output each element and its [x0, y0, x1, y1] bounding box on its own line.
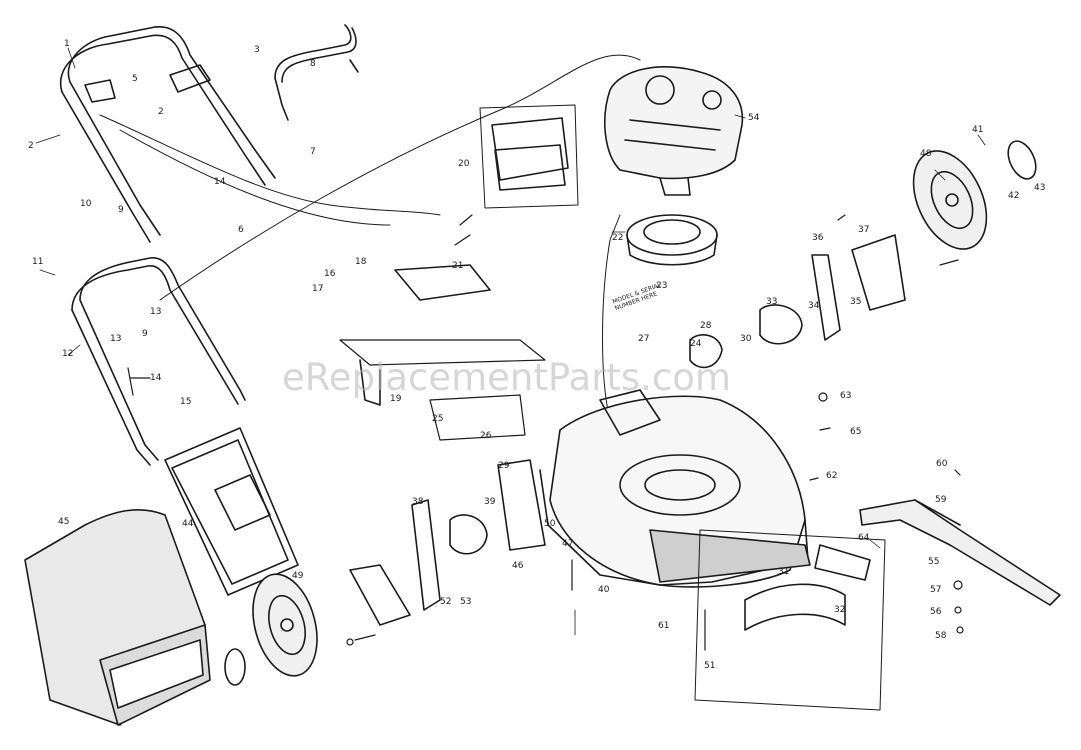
callout-6: 6 — [238, 225, 244, 235]
callout-11: 11 — [32, 257, 44, 267]
callout-25: 25 — [432, 414, 444, 424]
callout-35: 35 — [850, 297, 862, 307]
callout-23: 23 — [656, 281, 668, 291]
callout-32: 32 — [834, 605, 846, 615]
callout-29: 29 — [498, 461, 510, 471]
upper-handle — [59, 26, 276, 243]
rear-shield-box — [479, 104, 579, 209]
callout-2: 2 — [28, 141, 34, 151]
callout-31: 31 — [778, 567, 790, 577]
callout-13b: 13 — [150, 307, 162, 317]
grass-bag-frame — [164, 427, 299, 596]
callout-43: 43 — [1034, 183, 1046, 193]
callout-1: 1 — [64, 39, 70, 49]
callout-58: 58 — [935, 631, 947, 641]
callout-46: 46 — [512, 561, 524, 571]
callout-62: 62 — [826, 471, 838, 481]
callout-61: 61 — [658, 621, 670, 631]
callout-36: 36 — [812, 233, 824, 243]
callout-27: 27 — [638, 334, 650, 344]
height-adjuster-right — [689, 234, 906, 369]
callout-2b: 2 — [158, 107, 164, 117]
fasteners — [127, 214, 964, 651]
control-bail — [274, 24, 359, 121]
height-adjuster-left — [349, 459, 546, 626]
callout-63: 63 — [840, 391, 852, 401]
callout-15: 15 — [180, 397, 192, 407]
callout-8: 8 — [310, 59, 316, 69]
callout-59: 59 — [935, 495, 947, 505]
blade — [859, 499, 1061, 606]
rear-wheel-right — [912, 140, 1037, 250]
callout-22: 22 — [612, 233, 624, 243]
callout-50: 50 — [544, 519, 556, 529]
callout-34: 34 — [808, 301, 820, 311]
watermark-text: eReplacementParts.com — [282, 356, 731, 399]
callout-28: 28 — [700, 321, 712, 331]
callout-5: 5 — [132, 74, 138, 84]
callout-24: 24 — [690, 339, 702, 349]
callout-19: 19 — [390, 394, 402, 404]
callout-12: 12 — [62, 349, 74, 359]
callout-39: 39 — [484, 497, 496, 507]
callout-38: 38 — [412, 497, 424, 507]
callout-10: 10 — [80, 199, 92, 209]
callout-47: 47 — [562, 539, 574, 549]
callout-52: 52 — [440, 597, 452, 607]
callout-53: 53 — [460, 597, 472, 607]
mower-deck — [539, 389, 811, 588]
callout-20: 20 — [458, 159, 470, 169]
callout-40: 40 — [598, 585, 610, 595]
callout-45: 45 — [58, 517, 70, 527]
callout-42: 42 — [1008, 191, 1020, 201]
callout-65: 65 — [850, 427, 862, 437]
callout-49: 49 — [292, 571, 304, 581]
callout-44: 44 — [182, 519, 194, 529]
callout-33: 33 — [766, 297, 778, 307]
callout-21: 21 — [452, 261, 464, 271]
control-cables — [99, 54, 641, 421]
callout-14b: 14 — [150, 373, 162, 383]
callout-26: 26 — [480, 431, 492, 441]
callout-16: 16 — [324, 269, 336, 279]
callout-60: 60 — [936, 459, 948, 469]
blade-adapter-box — [694, 529, 886, 711]
lower-handle — [71, 257, 246, 466]
callout-13: 13 — [110, 334, 122, 344]
callout-51: 51 — [704, 661, 716, 671]
callout-64: 64 — [858, 533, 870, 543]
callout-9: 9 — [118, 205, 124, 215]
engine-adapter — [626, 214, 718, 266]
callout-48: 48 — [920, 149, 932, 159]
callout-7: 7 — [310, 147, 316, 157]
callout-3: 3 — [254, 45, 260, 55]
grass-bag — [24, 509, 211, 726]
leader-lines — [35, 47, 986, 636]
callout-14: 14 — [214, 177, 226, 187]
callout-56: 56 — [930, 607, 942, 617]
callout-17: 17 — [312, 284, 324, 294]
callout-30: 30 — [740, 334, 752, 344]
height-adjuster-bracket — [339, 264, 546, 441]
callout-41: 41 — [972, 125, 984, 135]
callout-37: 37 — [858, 225, 870, 235]
callout-57: 57 — [930, 585, 942, 595]
callout-18: 18 — [355, 257, 367, 267]
callout-54: 54 — [748, 113, 760, 123]
callout-55: 55 — [928, 557, 940, 567]
engine — [604, 66, 744, 196]
front-wheel-left — [224, 573, 318, 686]
callout-9b: 9 — [142, 329, 148, 339]
